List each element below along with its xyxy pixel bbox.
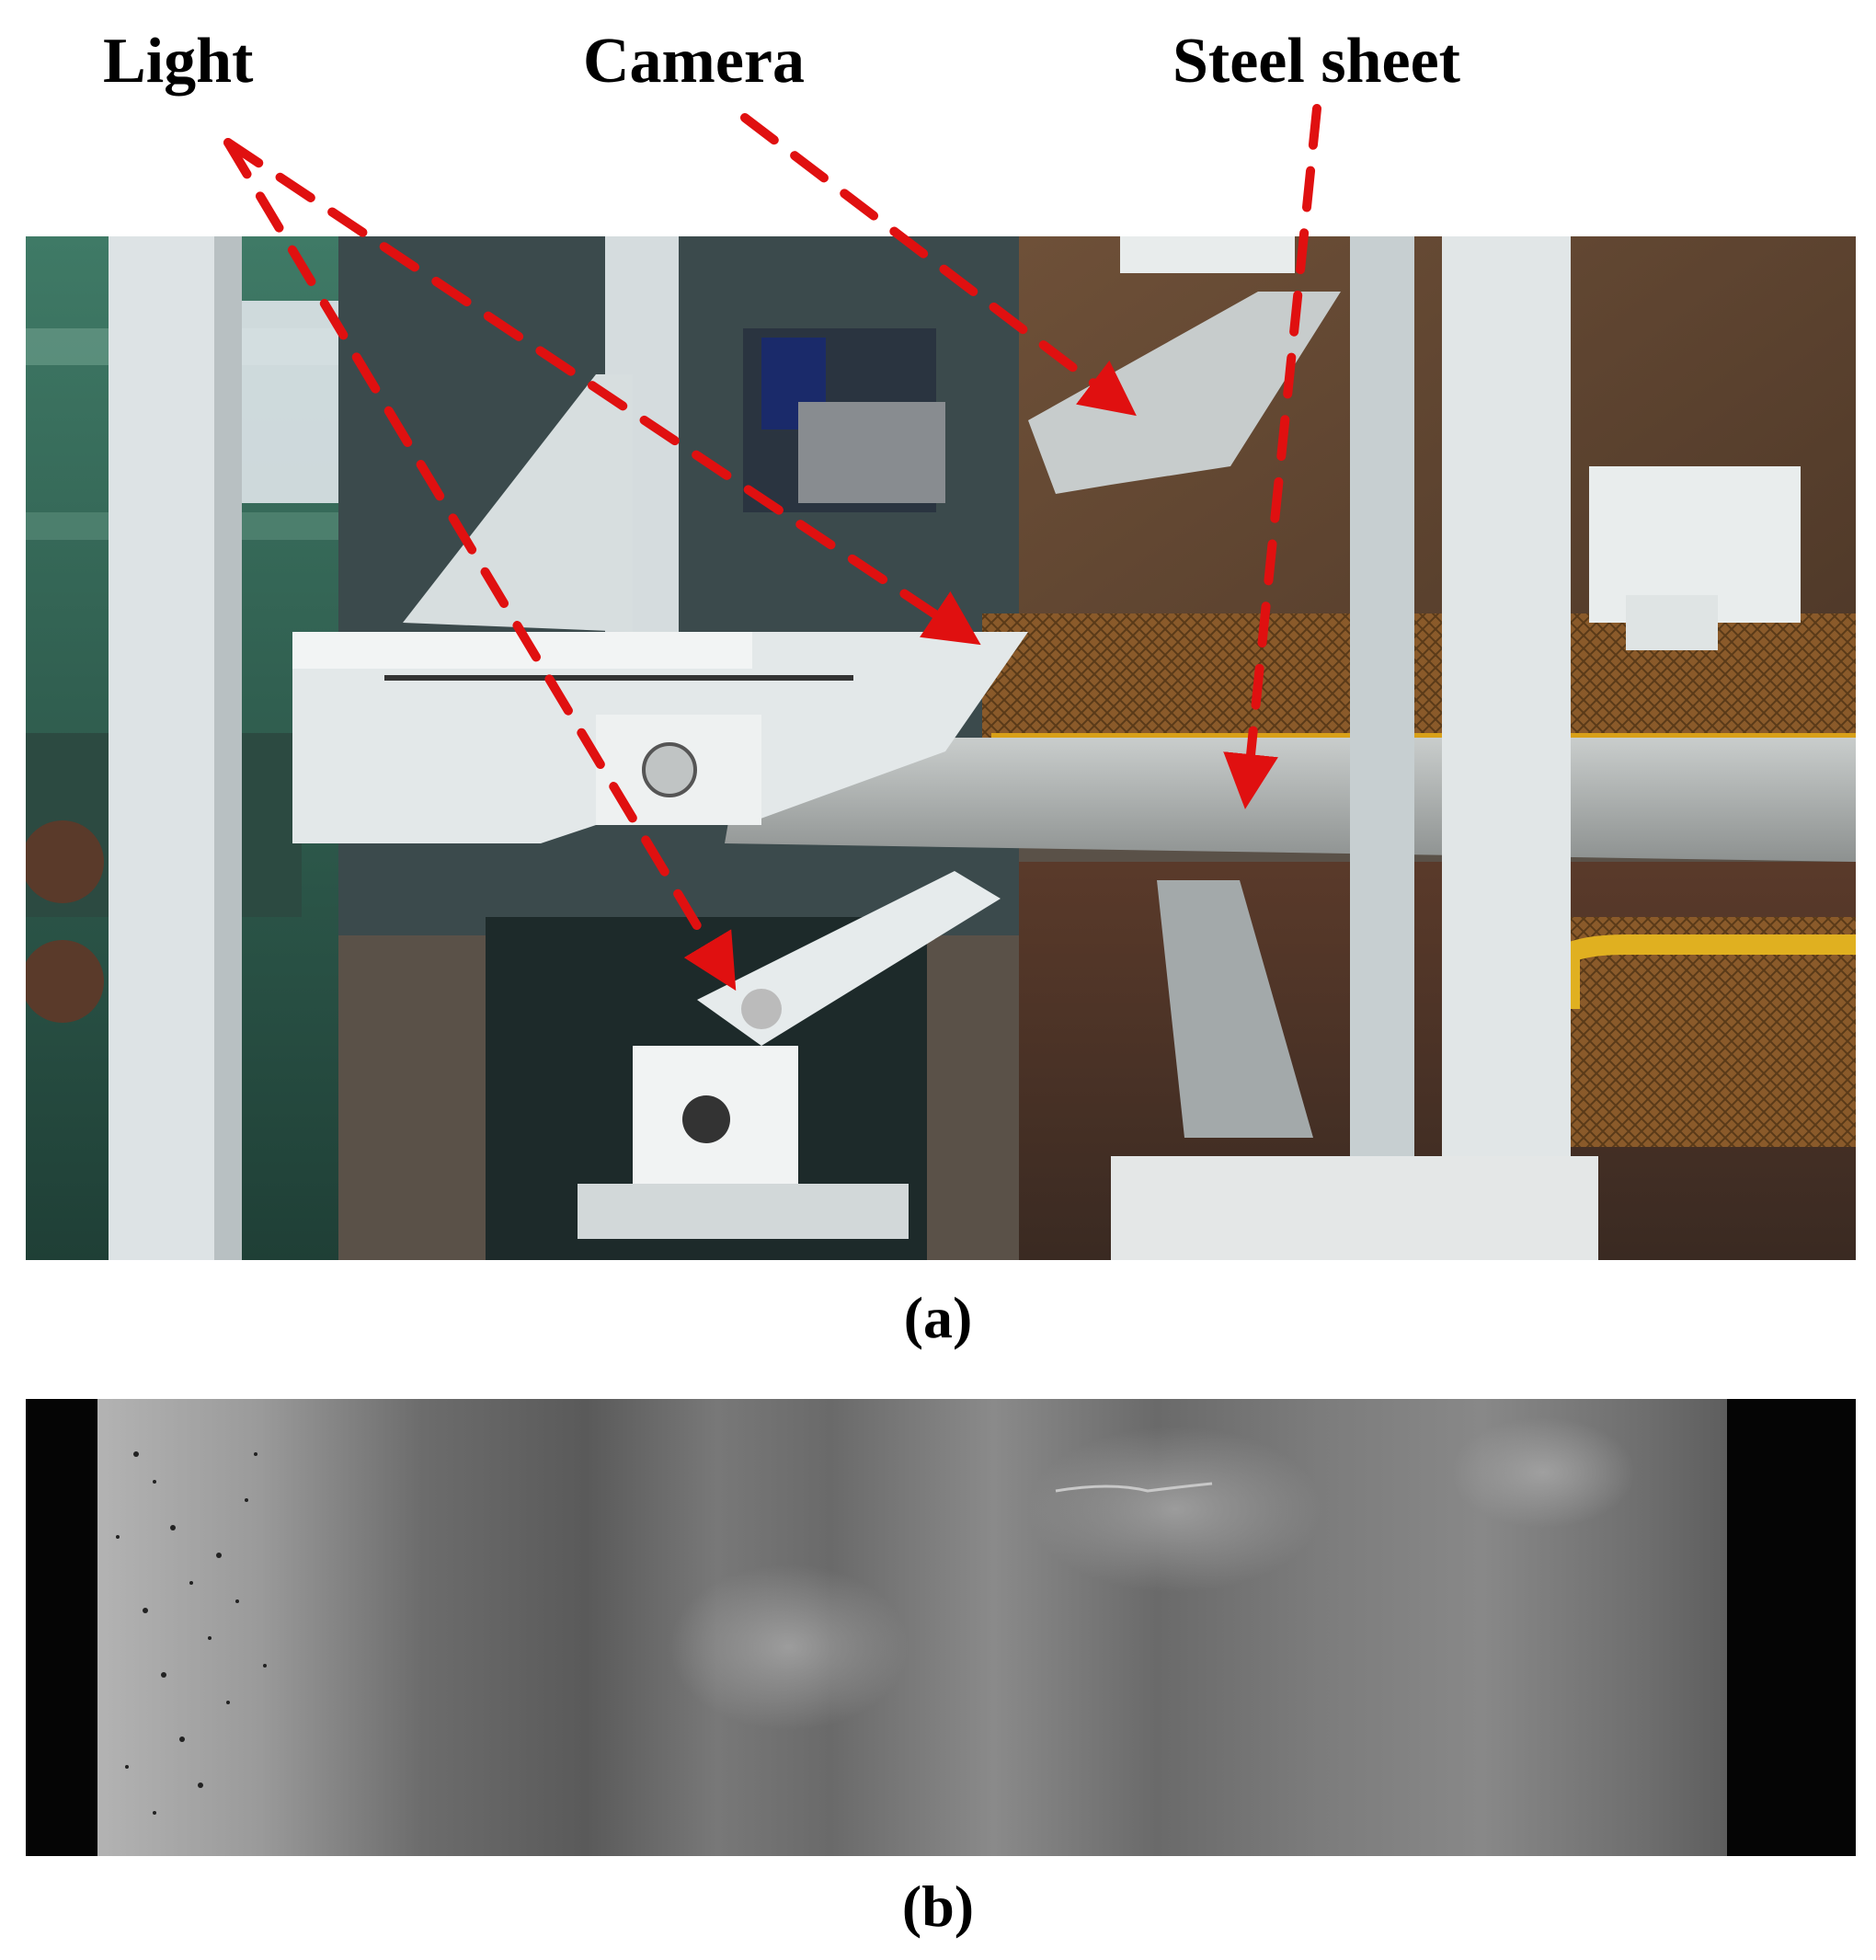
- equipment-photo-drawing: [26, 236, 1856, 1260]
- steel-sheet-label: Steel sheet: [1172, 26, 1460, 97]
- caption-a: (a): [903, 1285, 973, 1350]
- steel-sheet: [725, 738, 1856, 862]
- caption-b: (b): [901, 1874, 975, 1939]
- light-label: Light: [103, 26, 254, 97]
- surface-specks: [116, 1451, 267, 1815]
- mesh-guard: [982, 613, 1856, 742]
- camera-label: Camera: [583, 26, 806, 97]
- frame-column-right: [1442, 236, 1571, 1260]
- steel-surface-image: [26, 1399, 1856, 1856]
- frame-column-left: [109, 236, 228, 1260]
- equipment-photo: [26, 236, 1856, 1260]
- steel-surface-drawing: [26, 1399, 1856, 1856]
